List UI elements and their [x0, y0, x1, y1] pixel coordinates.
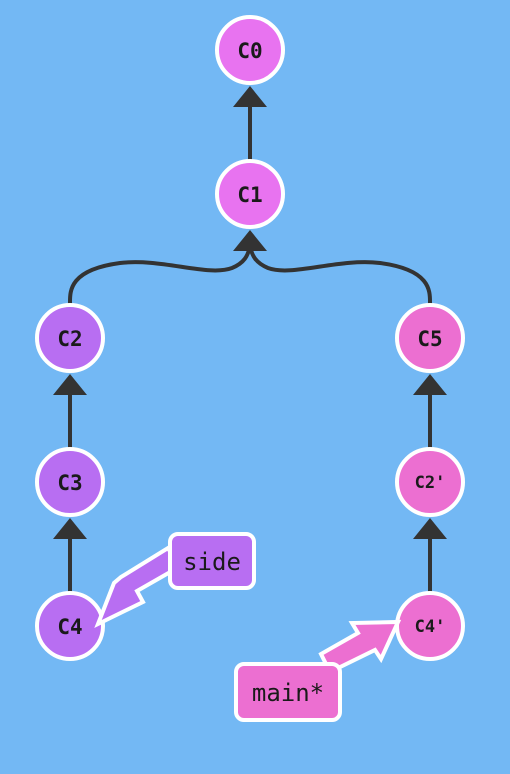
commit-node[interactable]	[395, 303, 465, 373]
commit-label: C5	[417, 327, 442, 351]
commit-c2p[interactable]: C2'	[395, 447, 465, 517]
commit-label: C2'	[415, 473, 446, 493]
commit-label: C4	[57, 615, 82, 639]
commit-label: C3	[57, 471, 82, 495]
commit-node[interactable]	[35, 303, 105, 373]
edge-c5-c1	[248, 245, 433, 305]
arrowhead-c0	[233, 86, 267, 107]
branch-label: side	[183, 548, 241, 576]
edge-c2-c1	[67, 245, 252, 305]
commit-c1[interactable]: C1	[215, 159, 285, 229]
branch-label-box[interactable]	[234, 662, 342, 722]
arrowhead-c2	[53, 374, 87, 395]
commit-node[interactable]	[215, 159, 285, 229]
arrowhead-c1	[233, 230, 267, 251]
commit-c0[interactable]: C0	[215, 15, 285, 85]
branches: side main*	[168, 532, 342, 722]
arrowhead-c5	[413, 374, 447, 395]
edges	[53, 86, 447, 592]
commit-label: C2	[57, 327, 82, 351]
commit-c2[interactable]: C2	[35, 303, 105, 373]
branch-main[interactable]: main*	[234, 662, 342, 722]
commit-node[interactable]	[395, 447, 465, 517]
commit-label: C0	[237, 39, 262, 63]
commit-node[interactable]	[35, 447, 105, 517]
branch-label-box[interactable]	[168, 532, 256, 590]
commit-node[interactable]	[35, 591, 105, 661]
branch-label: main*	[252, 679, 324, 707]
branch-arrows	[94, 545, 402, 675]
branch-arrow-main[interactable]	[318, 619, 402, 675]
branch-side[interactable]: side	[168, 532, 256, 590]
commit-node[interactable]	[215, 15, 285, 85]
commit-label: C1	[237, 183, 262, 207]
commit-c4p[interactable]: C4'	[395, 591, 465, 661]
branch-arrow-side[interactable]	[94, 545, 182, 629]
commit-label: C4'	[415, 617, 446, 637]
arrowhead-c3	[53, 518, 87, 539]
commit-c3[interactable]: C3	[35, 447, 105, 517]
commit-c4[interactable]: C4	[35, 591, 105, 661]
commit-c5[interactable]: C5	[395, 303, 465, 373]
arrowhead-c2p	[413, 518, 447, 539]
